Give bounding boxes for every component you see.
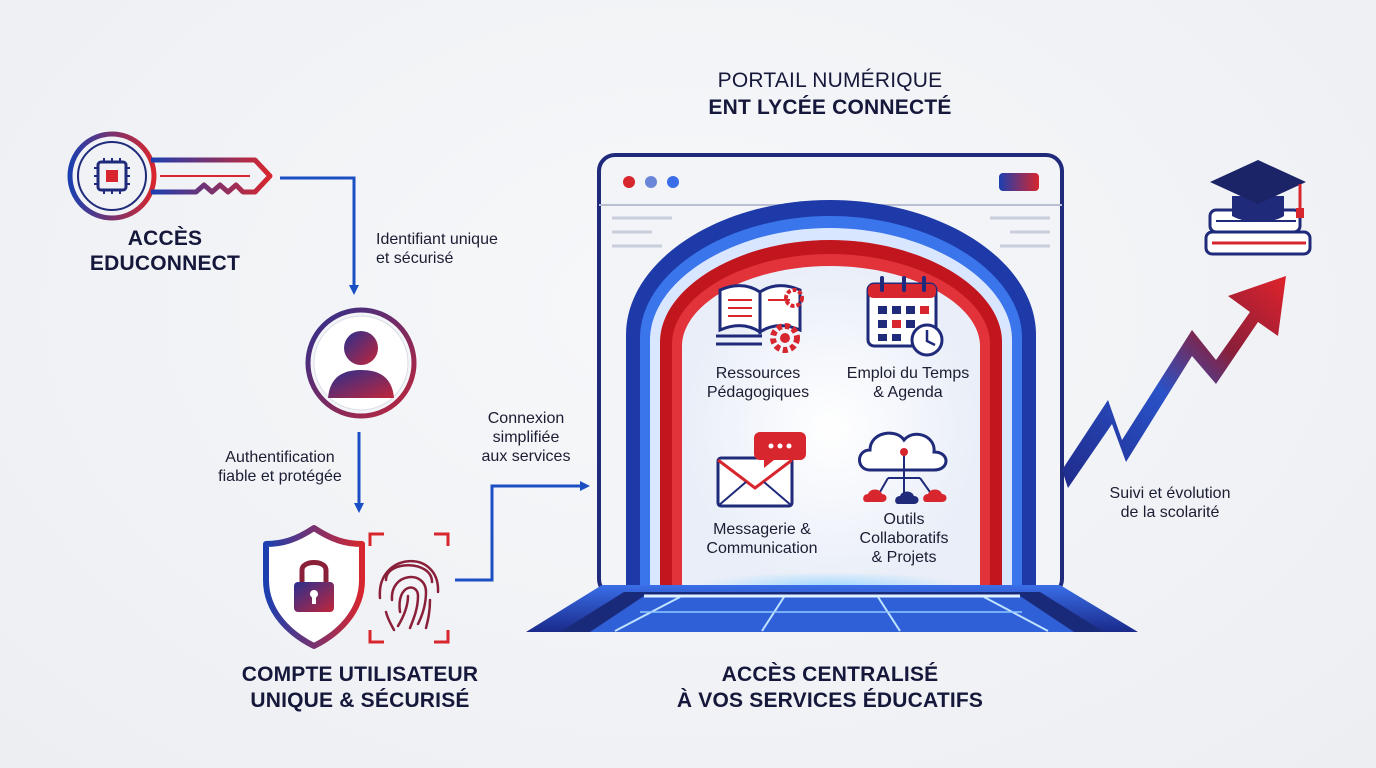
envelope-chat-icon bbox=[716, 432, 806, 508]
window-dot-blue-icon bbox=[645, 176, 657, 188]
connection-label-line3: aux services bbox=[481, 448, 571, 465]
service-collab-label-line3: & Projets bbox=[871, 549, 937, 566]
bottom-title-line2: À VOS SERVICES ÉDUCATIFS bbox=[676, 689, 984, 712]
shield-lock-icon bbox=[263, 525, 365, 649]
service-collab-label-line1: Outils bbox=[883, 511, 925, 528]
flow-arrow-security-to-portal bbox=[455, 481, 590, 582]
portal-floor bbox=[526, 585, 1138, 632]
book-gear-icon bbox=[716, 284, 804, 353]
portal-title-line1: PORTAIL NUMÉRIQUE bbox=[717, 69, 943, 92]
key-icon bbox=[67, 131, 273, 221]
growth-label-line1: Suivi et évolution bbox=[1109, 485, 1231, 502]
portal-title-line2: ENT LYCÉE CONNECTÉ bbox=[708, 96, 952, 119]
growth-label-line2: de la scolarité bbox=[1120, 504, 1220, 521]
step1-label-line1: Identifiant unique bbox=[376, 231, 498, 248]
service-resources-label-line2: Pédagogiques bbox=[706, 384, 810, 401]
service-schedule-label-line2: & Agenda bbox=[873, 384, 943, 401]
access-title-line2: EDUCONNECT bbox=[89, 252, 241, 275]
step2-label-line2: fiable et protégée bbox=[218, 468, 342, 485]
user-avatar-icon bbox=[305, 307, 417, 419]
service-collab-label-line2: Collaboratifs bbox=[859, 530, 949, 547]
service-messaging-label-line1: Messagerie & bbox=[713, 521, 811, 538]
bottom-title-line1: ACCÈS CENTRALISÉ bbox=[721, 663, 939, 686]
connection-label-line1: Connexion bbox=[487, 410, 565, 427]
calendar-clock-icon bbox=[866, 276, 944, 357]
service-resources-label-line1: Ressources bbox=[715, 365, 801, 382]
flow-arrow-key-to-user bbox=[280, 176, 359, 295]
window-dot-red-icon bbox=[623, 176, 635, 188]
fingerprint-icon bbox=[368, 532, 450, 644]
connection-label-line2: simplifiée bbox=[492, 429, 560, 446]
service-messaging-label-line2: Communication bbox=[706, 540, 818, 557]
window-control-icon bbox=[999, 173, 1039, 191]
service-schedule-label-line1: Emploi du Temps bbox=[846, 365, 970, 382]
account-title-line1: COMPTE UTILISATEUR bbox=[241, 663, 479, 686]
growth-arrow-icon bbox=[1062, 276, 1286, 488]
chip-icon bbox=[94, 158, 130, 194]
account-title-line2: UNIQUE & SÉCURISÉ bbox=[250, 689, 470, 712]
window-dot-blue2-icon bbox=[667, 176, 679, 188]
graduation-cap-books-icon bbox=[1204, 160, 1312, 256]
cloud-network-icon bbox=[858, 431, 948, 504]
step2-label-line1: Authentification bbox=[225, 449, 335, 466]
access-title-line1: ACCÈS bbox=[127, 227, 203, 250]
step1-label-line2: et sécurisé bbox=[376, 250, 454, 267]
